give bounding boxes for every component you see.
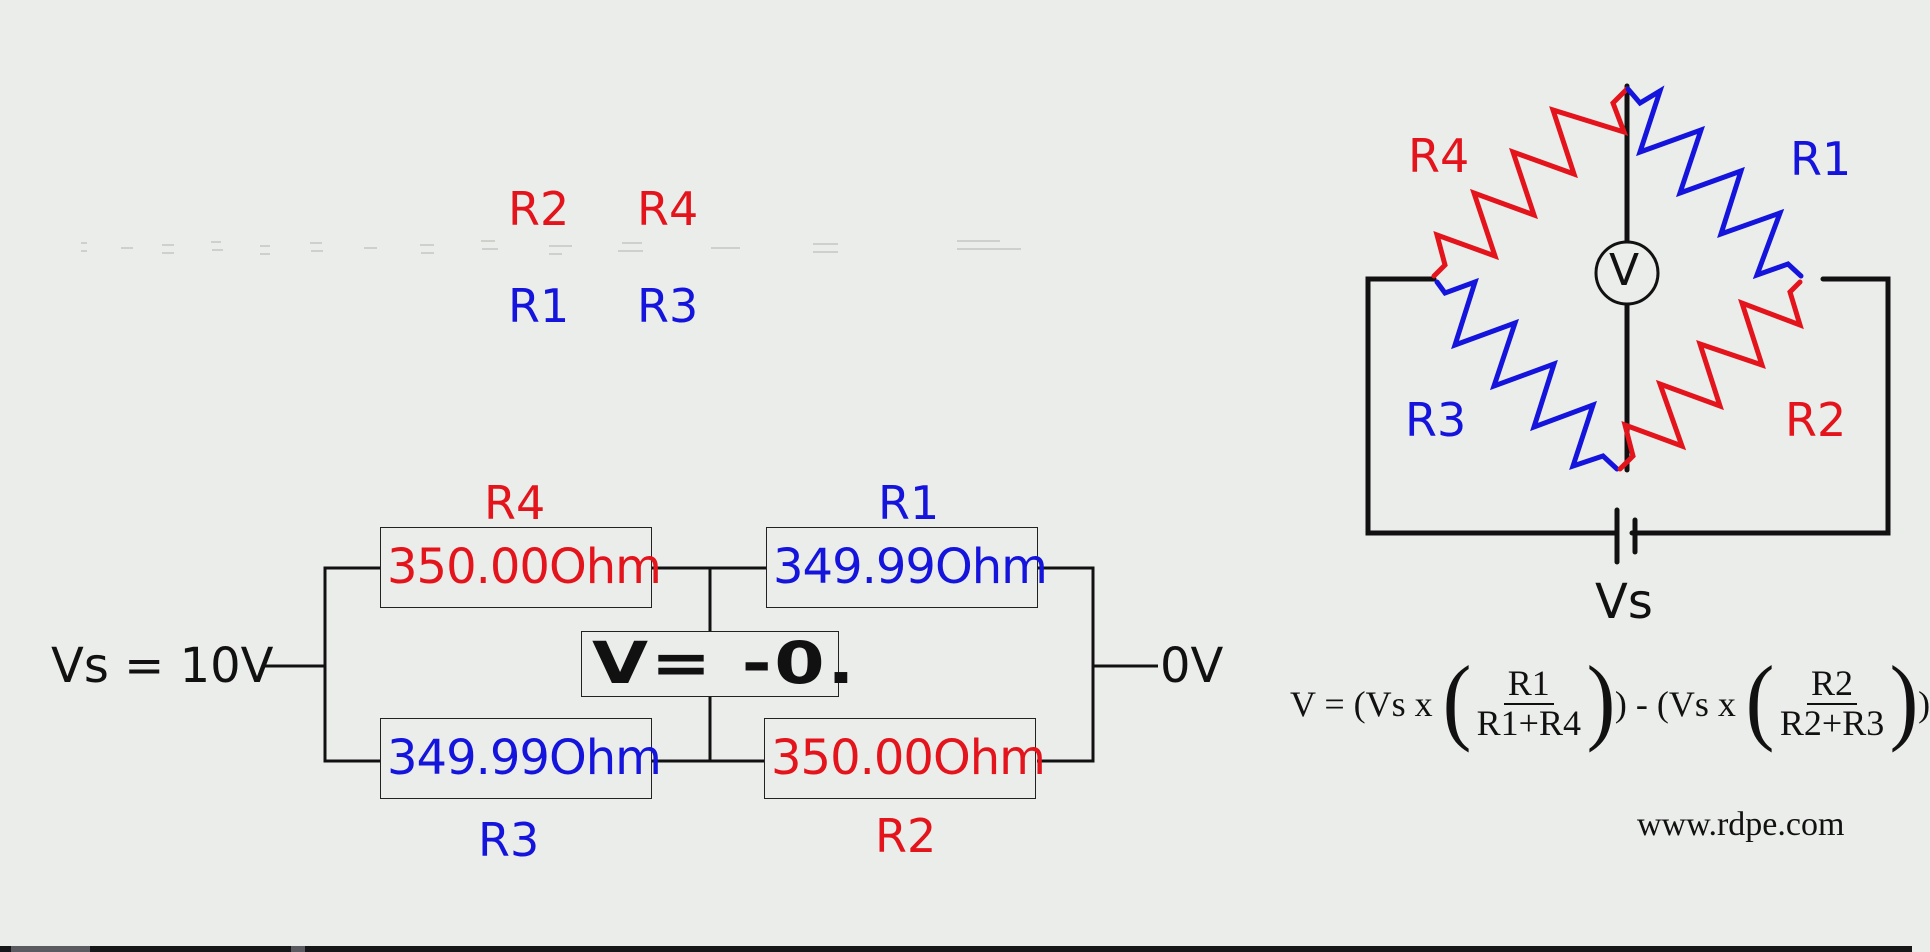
fraction-1-denominator: R1+R4 bbox=[1476, 703, 1581, 743]
bridge-voltmeter-symbol: V bbox=[1609, 245, 1640, 296]
formula-fraction-1: R1 R1+R4 bbox=[1473, 664, 1585, 743]
formula-close-paren-1: ) bbox=[1586, 646, 1616, 753]
formula-lhs: V = (Vs x bbox=[1290, 684, 1433, 724]
formula-close-paren-2: ) bbox=[1889, 646, 1919, 753]
r3-name-label: R3 bbox=[478, 813, 540, 867]
r2-name-label: R2 bbox=[875, 809, 937, 863]
r2-value-field[interactable]: 350.00Ohm bbox=[764, 718, 1046, 799]
r1-value-field[interactable]: 349.99Ohm bbox=[766, 527, 1048, 608]
bridge-source-label: Vs bbox=[1595, 574, 1653, 630]
r4-value-field[interactable]: 350.00Ohm bbox=[380, 527, 662, 608]
bridge-r2-zigzag bbox=[1617, 279, 1804, 472]
r3-value-field[interactable]: 349.99Ohm bbox=[380, 718, 662, 799]
bridge-left-wire bbox=[1365, 276, 1619, 536]
legend-r1-label: R1 bbox=[508, 279, 570, 333]
bridge-voltmeter-circle bbox=[1594, 240, 1660, 306]
legend-r3-label: R3 bbox=[637, 279, 699, 333]
bridge-r1-label: R1 bbox=[1790, 132, 1852, 186]
bottom-scroll-thumb[interactable] bbox=[11, 946, 90, 952]
ground-voltage-label: 0V bbox=[1160, 638, 1224, 694]
bottom-scroll-track[interactable] bbox=[0, 946, 1912, 952]
formula-mid: ) - (Vs x bbox=[1614, 684, 1736, 724]
formula-fraction-2: R2 R2+R3 bbox=[1776, 664, 1888, 743]
left-bus-wire bbox=[323, 566, 381, 763]
legend-r2-label: R2 bbox=[508, 182, 570, 236]
bridge-r2-label: R2 bbox=[1785, 393, 1847, 447]
formula-end: ) bbox=[1918, 684, 1930, 724]
formula-open-paren-1: ( bbox=[1442, 646, 1472, 753]
bridge-r1-zigzag bbox=[1625, 85, 1804, 280]
bridge-right-wire bbox=[1629, 276, 1891, 536]
source-voltage-label: Vs = 10V bbox=[51, 638, 274, 694]
bridge-r4-label: R4 bbox=[1408, 129, 1470, 183]
fraction-2-denominator: R2+R3 bbox=[1779, 703, 1885, 743]
formula-open-paren-2: ( bbox=[1745, 646, 1775, 753]
fraction-1-numerator: R1 bbox=[1503, 664, 1554, 705]
voltmeter-readout-text: V= -0. bbox=[592, 629, 858, 697]
bridge-formula: V = (Vs x ( R1 R1+R4 ) ) - (Vs x ( R2 R2… bbox=[1290, 652, 1930, 752]
legend-r4-label: R4 bbox=[637, 182, 699, 236]
r1-name-label: R1 bbox=[878, 476, 940, 530]
bridge-r3-zigzag bbox=[1434, 277, 1620, 472]
bottom-scroll-marker bbox=[291, 946, 305, 952]
fraction-2-numerator: R2 bbox=[1807, 664, 1858, 705]
voltmeter-readout: V= -0. bbox=[581, 631, 855, 697]
bridge-r4-zigzag bbox=[1431, 86, 1630, 279]
r4-name-label: R4 bbox=[484, 476, 546, 530]
bridge-r3-label: R3 bbox=[1405, 393, 1467, 447]
website-link[interactable]: www.rdpe.com bbox=[1637, 806, 1845, 843]
